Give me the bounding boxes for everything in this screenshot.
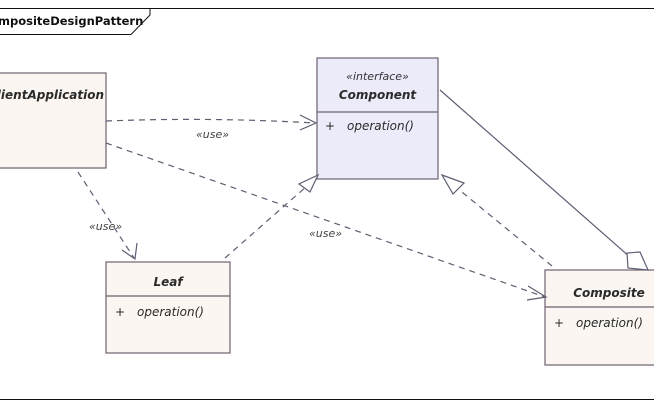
operation-leaf: operation()	[137, 305, 204, 319]
dependency-client-component[interactable]	[105, 114, 318, 131]
use-label-client-composite: «use»	[309, 227, 343, 240]
class-name-component: Component	[338, 88, 417, 102]
class-box-leaf[interactable]	[105, 261, 231, 354]
realization-composite-component[interactable]	[440, 173, 553, 267]
operation-visibility-component: +	[325, 119, 336, 133]
interface-stereotype: «interface»	[346, 70, 409, 83]
operation-visibility-composite: +	[554, 316, 565, 330]
operation-component: operation()	[347, 119, 414, 133]
realization-leaf-component[interactable]	[224, 173, 320, 259]
aggregation-composite-component[interactable]	[439, 89, 649, 271]
interface-box-component[interactable]	[316, 57, 439, 180]
operation-visibility-leaf: +	[115, 305, 126, 319]
dependency-client-leaf[interactable]	[77, 171, 138, 261]
class-box-composite[interactable]	[544, 269, 654, 366]
class-name-client: ClientApplication	[0, 88, 104, 102]
class-box-client[interactable]	[0, 72, 107, 169]
operation-composite: operation()	[576, 316, 643, 330]
use-label-client-component: «use»	[196, 128, 230, 141]
use-label-client-leaf: «use»	[89, 220, 123, 233]
class-name-composite: Composite	[573, 286, 645, 300]
dependency-client-composite[interactable]	[105, 142, 548, 301]
diagram-frame-title: mpositeDesignPattern	[0, 14, 144, 28]
class-name-leaf: Leaf	[153, 275, 183, 289]
diagram-frame	[0, 8, 654, 400]
